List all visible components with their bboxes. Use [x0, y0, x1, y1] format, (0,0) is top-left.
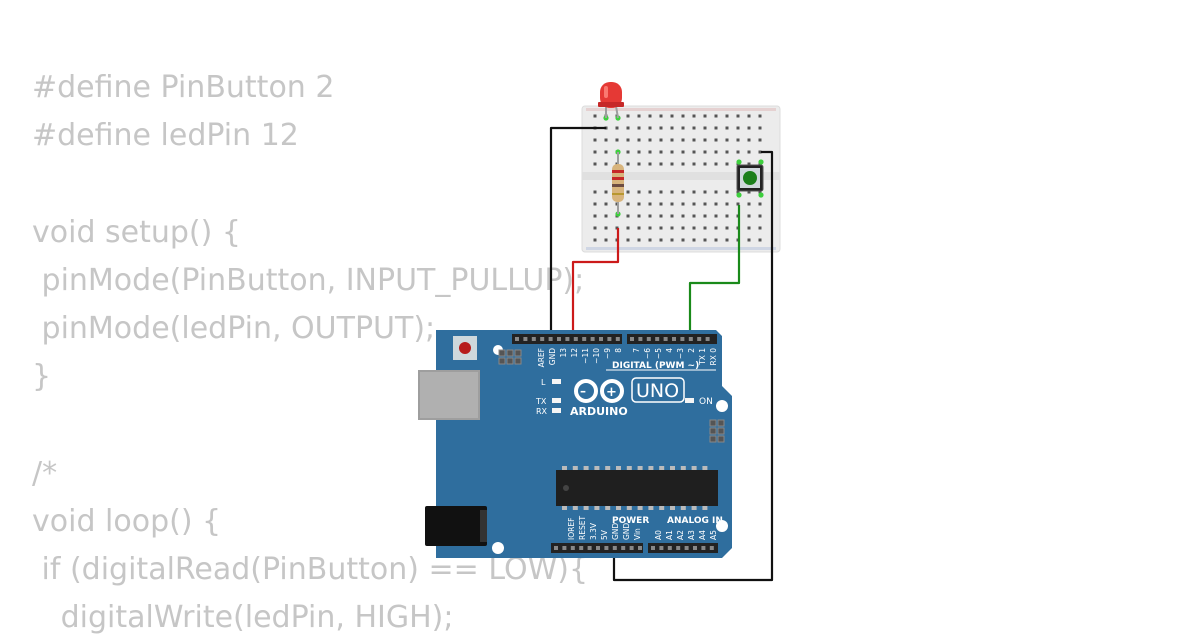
pin-label: 4 — [665, 348, 674, 353]
code-line: void setup() { — [32, 214, 241, 250]
connection-highlight — [758, 159, 764, 165]
code-line: #define PinButton 2 — [32, 70, 335, 105]
pin-label: RX 0 — [709, 348, 718, 366]
resistor[interactable] — [612, 152, 624, 214]
code-line: digitalWrite(ledPin, HIGH); — [32, 600, 454, 636]
pin-label: A2 — [676, 530, 685, 540]
wires — [549, 126, 774, 582]
pin-label: 7 — [632, 348, 641, 353]
rx-led — [552, 408, 561, 413]
led-red[interactable] — [598, 82, 624, 119]
on-led — [685, 398, 694, 403]
pin-label: ~9 — [603, 348, 612, 359]
icsp-header — [709, 419, 725, 443]
pin-label: ~11 — [581, 348, 590, 364]
pin-label: 13 — [559, 348, 568, 358]
wire-black-gnd — [549, 126, 606, 336]
pin-label: A3 — [687, 530, 696, 540]
pin-label: 8 — [614, 348, 623, 353]
pin-label: A4 — [698, 530, 707, 540]
push-button[interactable] — [736, 164, 764, 192]
connection-highlight — [736, 159, 742, 165]
connection-highlight — [736, 192, 742, 198]
pin-label: TX 1 — [698, 348, 707, 366]
pin-label: Vin — [633, 528, 642, 540]
connection-highlight — [758, 192, 764, 198]
digital-label: DIGITAL (PWM ~) — [612, 361, 699, 371]
header-analog — [648, 543, 718, 553]
pin-label: ~3 — [676, 348, 685, 359]
pin-label: AREF — [537, 348, 546, 367]
on-led-label: ON — [699, 397, 713, 407]
pin-label: GND — [622, 523, 631, 540]
arduino-logo-icon — [574, 379, 624, 403]
uno-model-label: UNO — [636, 380, 679, 402]
code-line: /* — [32, 455, 58, 491]
microcontroller-chip — [556, 466, 718, 510]
analog-label: ANALOG IN — [667, 516, 723, 526]
pin-label: A1 — [665, 530, 674, 540]
code-line: pinMode(PinButton, INPUT_PULLUP); — [32, 262, 585, 298]
code-line: } — [32, 359, 52, 395]
pin-label: 2 — [687, 348, 696, 353]
logo-plus-icon: + — [606, 385, 617, 400]
pin-label: A0 — [654, 530, 663, 540]
breadboard[interactable] — [581, 105, 781, 253]
pin-label: GND — [548, 348, 557, 365]
tx-led — [552, 398, 561, 403]
arduino-brand: ARDUINO — [570, 405, 628, 418]
code-line: pinMode(ledPin, OUTPUT); — [32, 311, 436, 347]
code-editor-text: #define PinButton 2 #define ledPin 12 voi… — [32, 64, 588, 642]
pin-label: RESET — [578, 516, 587, 540]
pin-label: GND — [611, 523, 620, 540]
power-jack — [425, 506, 487, 546]
pin-label: 12 — [570, 348, 579, 358]
wire-red-pin12 — [571, 228, 620, 336]
pin-label: A5 — [709, 530, 718, 540]
pin-label: ~6 — [643, 348, 652, 359]
l-led — [552, 379, 561, 384]
logo-minus-icon: – — [580, 384, 586, 398]
wire-black-button-gnd — [612, 150, 774, 582]
power-label: POWER — [612, 516, 649, 526]
rx-led-label: RX — [536, 407, 548, 416]
wire-green-pin2 — [688, 205, 741, 336]
icsp-header — [498, 349, 522, 365]
pin-label: ~5 — [654, 348, 663, 359]
code-line: #define ledPin 12 — [32, 118, 299, 154]
pin-label: ~10 — [592, 348, 601, 364]
pin-label: 3.3V — [589, 522, 598, 540]
tx-led-label: TX — [535, 397, 547, 406]
code-line: void loop() { — [32, 503, 222, 539]
pin-label: 5V — [600, 529, 609, 540]
l-led-label: L — [541, 378, 546, 387]
pin-label: IOREF — [567, 518, 576, 540]
